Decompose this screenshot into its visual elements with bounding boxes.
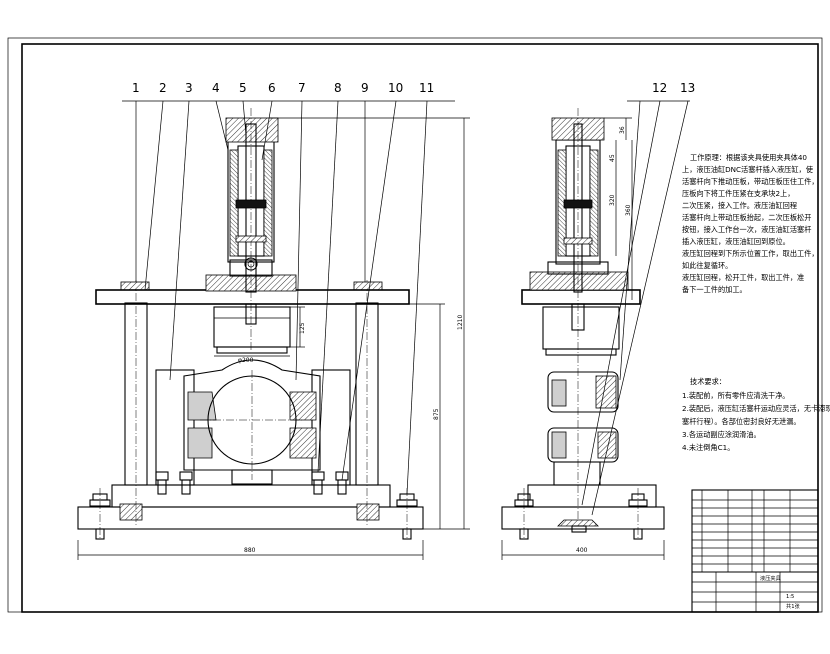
dim-platen-dia: φ200 bbox=[238, 357, 254, 364]
dimension-labels: 880 400 1210 875 125 φ200 36 360 320 45 bbox=[238, 126, 632, 554]
dim-side-width: 400 bbox=[576, 547, 588, 554]
balloon-12: 12 bbox=[652, 81, 667, 95]
foot-bolt-right bbox=[396, 488, 418, 540]
tech-req-line-1: 1.装配前，所有零件应清洗干净。 bbox=[682, 391, 789, 400]
balloon-13: 13 bbox=[680, 81, 695, 95]
balloon-7: 7 bbox=[298, 81, 306, 95]
drawing-sheet: 共1张 bbox=[786, 602, 800, 610]
principle-line-4: 压板向下将工件压紧在支承块2上， bbox=[682, 189, 794, 198]
balloon-labels: 1 2 3 4 5 6 7 8 9 10 11 12 13 bbox=[132, 81, 695, 95]
support-left bbox=[155, 369, 195, 486]
tech-req-line-5: 4.未注倒角C1。 bbox=[682, 443, 734, 452]
technical-requirements: 技术要求： 1.装配前，所有零件应清洗干净。 2.装配后，液压缸活塞杆运动应灵活… bbox=[682, 377, 830, 452]
dim-side-mid: 360 bbox=[625, 204, 632, 216]
dim-overall-width: 880 bbox=[244, 547, 256, 554]
principle-line-6: 活塞杆向上带动压板抬起，二次压板松开 bbox=[682, 213, 811, 222]
pressing-block bbox=[213, 306, 291, 348]
side-workpiece bbox=[547, 371, 619, 486]
dim-platen-height: 125 bbox=[299, 322, 306, 334]
outer-border bbox=[7, 37, 823, 613]
principle-line-1: 工作原理：根据该夹具使用夹具体40 bbox=[690, 153, 807, 162]
drawing-title: 液压夹具 bbox=[760, 574, 781, 582]
principle-line-7: 按钮，接入工作台一次，液压油缸活塞杆 bbox=[682, 225, 811, 234]
tech-req-line-2: 2.装配后，液压缸活塞杆运动应灵活，无卡滞现象（活 bbox=[682, 404, 830, 413]
balloon-10: 10 bbox=[388, 81, 403, 95]
tech-req-line-3: 塞杆行程）。各部位密封良好无泄漏。 bbox=[682, 417, 801, 426]
principle-line-5: 二次压紧，接入工作。液压油缸回程 bbox=[682, 201, 797, 210]
balloon-6: 6 bbox=[268, 81, 276, 95]
dim-height-lower: 875 bbox=[433, 408, 440, 420]
front-view bbox=[77, 100, 470, 560]
workpiece bbox=[183, 359, 321, 485]
principle-line-10: 如此往复循环。 bbox=[682, 261, 732, 270]
balloon-1: 1 bbox=[132, 81, 140, 95]
inner-border bbox=[21, 43, 819, 613]
principle-line-12: 备下一工件的加工。 bbox=[682, 285, 747, 294]
balloon-5: 5 bbox=[239, 81, 247, 95]
balloon-3: 3 bbox=[185, 81, 193, 95]
drawing-scale: 1:5 bbox=[786, 594, 794, 600]
principle-line-9: 液压缸回程到下所示位置工作，取出工件， bbox=[682, 249, 819, 258]
leaders-front bbox=[135, 100, 428, 495]
front-dimensions bbox=[77, 117, 470, 560]
dim-height-total: 1210 bbox=[457, 315, 464, 330]
side-view bbox=[501, 100, 690, 560]
title-block: 液压夹具 1:5 共1张 bbox=[691, 489, 819, 613]
principle-line-11: 液压缸回程，松开工件，取出工件，准 bbox=[682, 273, 804, 282]
work-principle-notes: 工作原理：根据该夹具使用夹具体40 上，液压油缸DNC活塞杆插入液压缸，使 活塞… bbox=[682, 153, 819, 294]
principle-line-8: 插入液压缸，液压油缸回到原位。 bbox=[682, 237, 790, 246]
foot-bolt-left bbox=[89, 488, 111, 540]
balloon-4: 4 bbox=[212, 81, 220, 95]
tech-req-line-4: 3.各运动副应涂润滑油。 bbox=[682, 430, 761, 439]
balloon-8: 8 bbox=[334, 81, 342, 95]
balloon-2: 2 bbox=[159, 81, 167, 95]
principle-line-2: 上，液压油缸DNC活塞杆插入液压缸，使 bbox=[682, 165, 813, 174]
dim-side-small: 45 bbox=[609, 154, 616, 162]
dim-side-low: 320 bbox=[609, 194, 616, 206]
support-right bbox=[311, 369, 351, 486]
balloon-11: 11 bbox=[419, 81, 434, 95]
principle-line-3: 活塞杆向下推动压板，带动压板压住工件， bbox=[682, 177, 819, 186]
balloon-9: 9 bbox=[361, 81, 369, 95]
dim-side-top: 36 bbox=[619, 126, 626, 134]
tech-req-title: 技术要求： bbox=[690, 377, 726, 386]
